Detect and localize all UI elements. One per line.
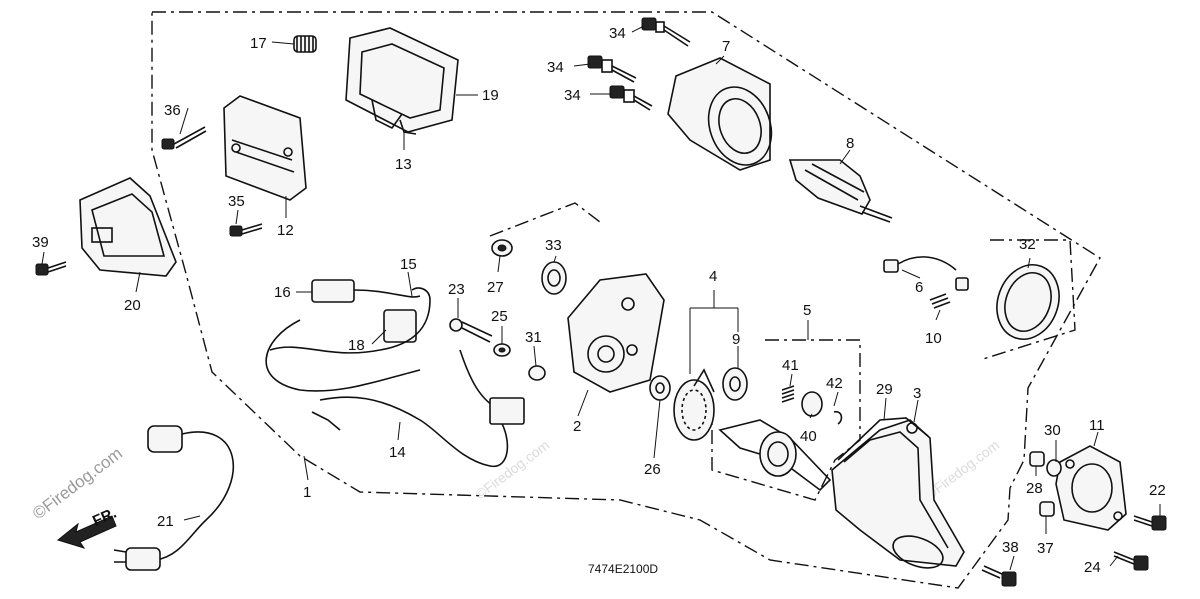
- cover-12-shape: [223, 95, 307, 201]
- bracket-11-shape: [1055, 445, 1127, 531]
- spring-41-shape: [781, 385, 795, 403]
- bracket-20-shape: [79, 177, 177, 277]
- callout-18: 18: [348, 337, 365, 354]
- collar-37-shape: [1039, 501, 1055, 517]
- callout-23: 23: [448, 281, 465, 298]
- power-cord-21-shape: [113, 425, 235, 571]
- callout-34-low: 34: [564, 87, 581, 104]
- front-arrow: FR.: [56, 505, 119, 549]
- frame-13-19-shape: [345, 27, 459, 135]
- callout-24: 24: [1084, 559, 1101, 576]
- callout-35: 35: [228, 193, 245, 210]
- connector-6-shape: [883, 256, 969, 291]
- callout-40: 40: [800, 428, 817, 445]
- callout-labels: 1 2 3 4 5 6 7 8 9 10 11 12 13 14 15 16 1…: [32, 25, 1166, 576]
- starter-motor-3-shape: [831, 419, 965, 569]
- callout-34-top: 34: [609, 25, 626, 42]
- collar-28-shape: [1029, 451, 1045, 467]
- motor-housing-7-shape: [667, 57, 773, 171]
- callout-7: 7: [722, 38, 730, 55]
- callout-14: 14: [389, 444, 406, 461]
- assembly-outline: [151, 11, 1101, 589]
- gear-4-shape: [673, 368, 715, 441]
- callout-36: 36: [164, 102, 181, 119]
- callout-4: 4: [709, 268, 717, 285]
- watermark-faint-1: ©Firedog.com: [472, 437, 552, 503]
- knob-17-shape: [293, 35, 317, 53]
- callout-27: 27: [487, 279, 504, 296]
- callout-1: 1: [303, 484, 311, 501]
- collar-40-shape: [801, 391, 823, 417]
- callout-29: 29: [876, 381, 893, 398]
- bolt-36-shape: [161, 126, 207, 150]
- callout-9: 9: [732, 331, 740, 348]
- callout-28: 28: [1026, 480, 1043, 497]
- callout-26: 26: [644, 461, 661, 478]
- callout-2: 2: [573, 418, 581, 435]
- callout-19: 19: [482, 87, 499, 104]
- seal-bracket: [979, 239, 1076, 361]
- starter-subgroup-outline: [489, 202, 601, 237]
- bolt-38-shape: [981, 565, 1017, 587]
- callout-33: 33: [545, 237, 562, 254]
- bolt-34-a-shape: [641, 17, 691, 47]
- callout-13: 13: [395, 156, 412, 173]
- callout-30: 30: [1044, 422, 1061, 439]
- washer-25-shape: [493, 343, 511, 357]
- washer-30-shape: [1046, 459, 1062, 477]
- callout-41: 41: [782, 357, 799, 374]
- bolt-23-shape: [449, 318, 493, 343]
- washer-27-shape: [491, 239, 513, 257]
- diagram-code: 7474E2100D: [588, 562, 658, 576]
- nut-31-shape: [528, 365, 546, 381]
- bolt-34-c-shape: [609, 85, 653, 111]
- drive-shaft-5-shape: [718, 419, 832, 492]
- bolt-22-shape: [1133, 515, 1167, 531]
- bolt-34-b-shape: [587, 55, 637, 83]
- armature-8-shape: [788, 159, 893, 223]
- callout-3: 3: [913, 385, 921, 402]
- callout-15: 15: [400, 256, 417, 273]
- leader-lines: [41, 25, 1161, 571]
- callout-21: 21: [157, 513, 174, 530]
- plate-2-shape: [567, 273, 665, 393]
- bearing-33-shape: [541, 261, 567, 295]
- callout-17: 17: [250, 35, 267, 52]
- callout-32: 32: [1019, 236, 1036, 253]
- wiring-harness-shape: [265, 279, 525, 467]
- callout-37: 37: [1037, 540, 1054, 557]
- spring-10-shape: [929, 293, 951, 309]
- callout-38: 38: [1002, 539, 1019, 556]
- callout-6: 6: [915, 279, 923, 296]
- callout-25: 25: [491, 308, 508, 325]
- bolt-39-shape: [35, 261, 67, 276]
- washer-26-shape: [649, 375, 671, 401]
- callout-42: 42: [826, 375, 843, 392]
- callout-10: 10: [925, 330, 942, 347]
- callout-5: 5: [803, 302, 811, 319]
- callout-11: 11: [1089, 417, 1105, 434]
- pinion-9-shape: [722, 367, 748, 401]
- callout-12: 12: [277, 222, 294, 239]
- callout-31: 31: [525, 329, 542, 346]
- callout-8: 8: [846, 135, 854, 152]
- seal-ring-32-shape: [996, 264, 1060, 340]
- bolt-35-shape: [229, 223, 263, 237]
- gasket-29-shape: [837, 417, 929, 461]
- callout-20: 20: [124, 297, 141, 314]
- callout-22: 22: [1149, 482, 1166, 499]
- callout-34-mid: 34: [547, 59, 564, 76]
- clip-42-shape: [833, 410, 843, 425]
- callout-39: 39: [32, 234, 49, 251]
- gear-group-outline: [711, 339, 861, 501]
- bolt-24-shape: [1113, 551, 1149, 571]
- callout-16: 16: [274, 284, 291, 301]
